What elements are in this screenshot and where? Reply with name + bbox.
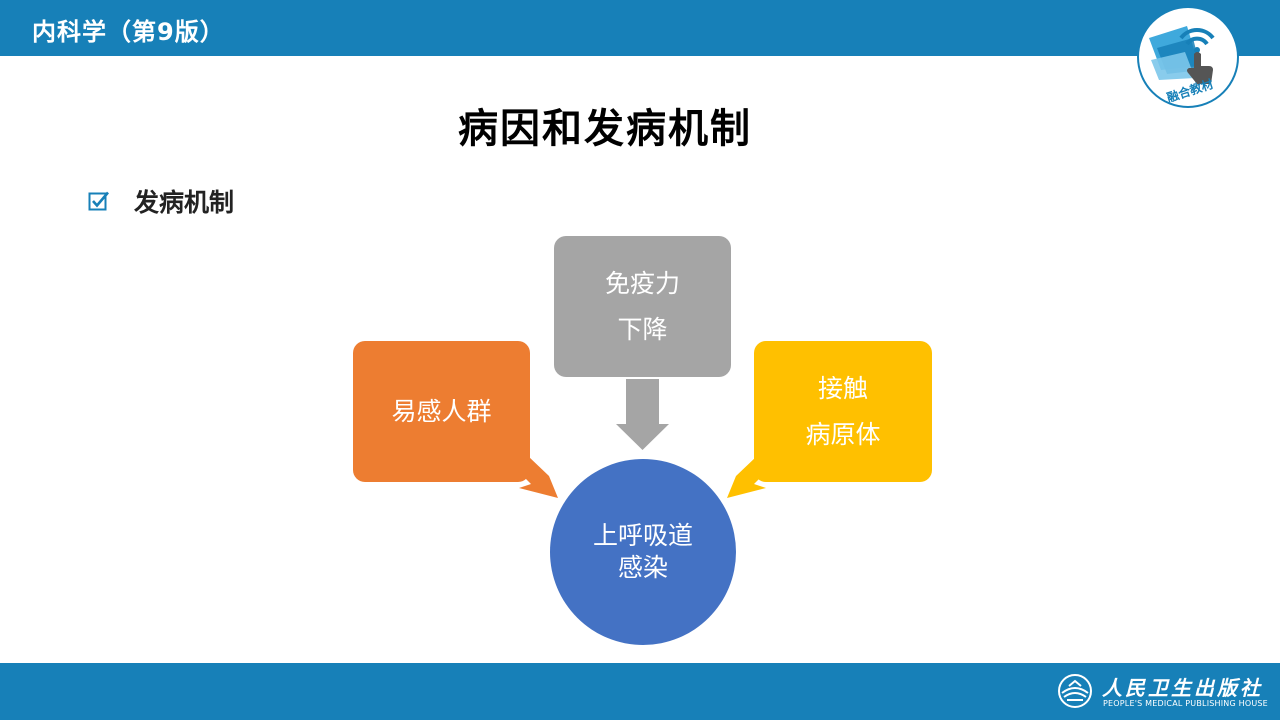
bottom-bar (0, 663, 1280, 720)
factor-immunity-line-1: 免疫力 (604, 268, 680, 298)
result-line-2: 感染 (617, 553, 668, 582)
publisher-name-cn: 人民卫生出版社 (1102, 676, 1263, 700)
factor-immunity: 免疫力 下降 (554, 236, 731, 377)
publisher-name-en: PEOPLE'S MEDICAL PUBLISHING HOUSE (1103, 699, 1268, 708)
factor-pathogen-line-2: 病原体 (805, 419, 881, 449)
factor-immunity-line-2: 下降 (617, 314, 668, 344)
bullet-item: 发病机制 (88, 184, 234, 218)
checkbox-checked-icon (88, 191, 109, 211)
factor-population: 易感人群 (353, 341, 530, 482)
book-title: 内科学（第9版） (32, 18, 225, 46)
result-circle: 上呼吸道 感染 (550, 459, 736, 645)
arrow-down (616, 379, 669, 450)
pmph-logo-icon (1058, 674, 1092, 708)
factor-pathogen-line-1: 接触 (817, 373, 868, 403)
result-line-1: 上呼吸道 (592, 521, 693, 550)
bullet-text: 发病机制 (134, 188, 235, 217)
factor-pathogen: 接触 病原体 (754, 341, 932, 482)
hand-pointer-wifi-icon (1149, 26, 1215, 84)
slide-title: 病因和发病机制 (458, 106, 752, 152)
fusion-textbook-badge: 融合教材 (1137, 6, 1239, 108)
top-bar: 内科学（第9版） (0, 0, 1280, 56)
factor-population-line-1: 易感人群 (391, 396, 492, 426)
